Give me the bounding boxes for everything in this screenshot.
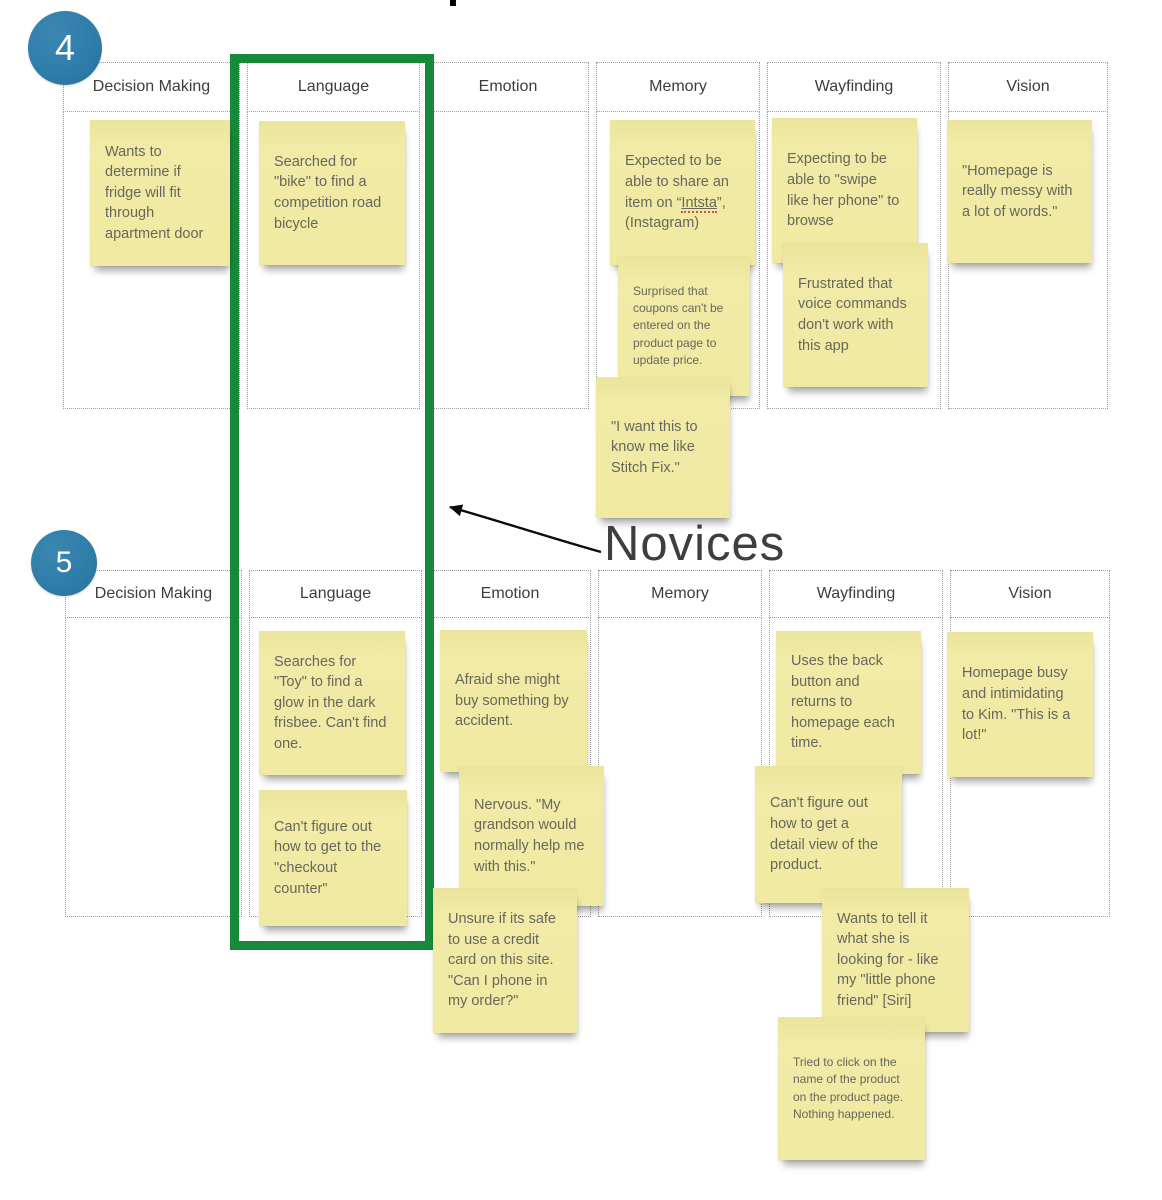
table-cell [598, 618, 762, 917]
column-header-wayfinding: Wayfinding [767, 62, 941, 112]
sticky-note-text: Tried to click on the name of the produc… [793, 1054, 904, 1121]
column-header-language: Language [249, 570, 422, 618]
table-cell [247, 112, 420, 409]
sticky-note-text: Searches for "Toy" to find a glow in the… [274, 653, 387, 752]
sticky-note[interactable]: Nervous. "My grandson would normally hel… [459, 766, 604, 906]
sticky-note[interactable]: Uses the back button and returns to home… [776, 631, 921, 774]
sticky-note-text: Wants to tell it what she is looking for… [837, 910, 939, 1009]
table-cell [63, 112, 240, 409]
affinity-table-row4: Decision Making Language Emotion Memory … [63, 62, 1108, 409]
sticky-note[interactable]: Can't figure out how to get a detail vie… [755, 766, 902, 903]
novices-label: Novices [604, 517, 786, 571]
sticky-note-text: Expecting to be able to "swipe like her … [787, 151, 900, 230]
column-header-wayfinding: Wayfinding [769, 570, 943, 618]
sticky-note[interactable]: Searched for "bike" to find a competitio… [259, 121, 405, 265]
sticky-note-text: Nervous. "My grandson would normally hel… [474, 796, 585, 875]
sticky-note[interactable]: "Homepage is really messy with a lot of … [947, 120, 1092, 263]
column-header-memory: Memory [596, 62, 760, 112]
sticky-note-text: Afraid she might buy something by accide… [455, 672, 569, 730]
sticky-note[interactable]: Unsure if its safe to use a credit card … [433, 888, 577, 1033]
sticky-note-text: Frustrated that voice commands don't wor… [798, 275, 907, 354]
table-cell [65, 618, 242, 917]
sticky-note-text: Expected to be able to share an item on … [625, 153, 729, 232]
column-header-vision: Vision [948, 62, 1108, 112]
sticky-note[interactable]: Surprised that coupons can't be entered … [618, 256, 750, 396]
sticky-note-text: Uses the back button and returns to home… [791, 653, 895, 752]
column-header-memory: Memory [598, 570, 762, 618]
misspelled-word: Intsta [681, 194, 717, 213]
sticky-note-text: Unsure if its safe to use a credit card … [448, 911, 556, 1010]
sticky-note[interactable]: Frustrated that voice commands don't wor… [783, 243, 928, 387]
sticky-note[interactable]: Can't figure out how to get to the "chec… [259, 790, 407, 926]
sticky-note-text: "I want this to know me like Stitch Fix.… [611, 418, 698, 476]
sticky-note-text: Searched for "bike" to find a competitio… [274, 153, 382, 232]
table-cell [427, 112, 589, 409]
sticky-note[interactable]: Expecting to be able to "swipe like her … [772, 118, 917, 263]
sticky-note[interactable]: Wants to tell it what she is looking for… [822, 888, 969, 1032]
step-badge-4: 4 [28, 11, 102, 85]
step-badge-5: 5 [31, 530, 97, 596]
column-header-decision-making: Decision Making [63, 62, 240, 112]
sticky-note-text: "Homepage is really messy with a lot of … [962, 162, 1073, 220]
sticky-note-text: Can't figure out how to get a detail vie… [770, 795, 879, 874]
column-header-emotion: Emotion [427, 62, 589, 112]
sticky-note[interactable]: Homepage busy and intimidating to Kim. "… [947, 632, 1093, 777]
table-cell [767, 112, 941, 409]
column-header-vision: Vision [950, 570, 1110, 618]
sticky-note[interactable]: "I want this to know me like Stitch Fix.… [596, 377, 730, 518]
cropped-title-fragment [450, 0, 456, 6]
sticky-note-text: Can't figure out how to get to the "chec… [274, 818, 382, 897]
sticky-note[interactable]: Expected to be able to share an item on … [610, 120, 755, 265]
sticky-note[interactable]: Searches for "Toy" to find a glow in the… [259, 631, 405, 775]
language-column-highlight-box [230, 54, 434, 950]
sticky-note-text: Surprised that coupons can't be entered … [633, 283, 724, 368]
sticky-note[interactable]: Afraid she might buy something by accide… [440, 630, 587, 772]
sticky-note[interactable]: Tried to click on the name of the produc… [778, 1017, 925, 1160]
sticky-note-text: Homepage busy and intimidating to Kim. "… [962, 665, 1071, 744]
column-header-emotion: Emotion [429, 570, 591, 618]
sticky-note-text: Wants to determine if fridge will fit th… [105, 143, 204, 242]
sticky-note[interactable]: Wants to determine if fridge will fit th… [90, 120, 230, 266]
